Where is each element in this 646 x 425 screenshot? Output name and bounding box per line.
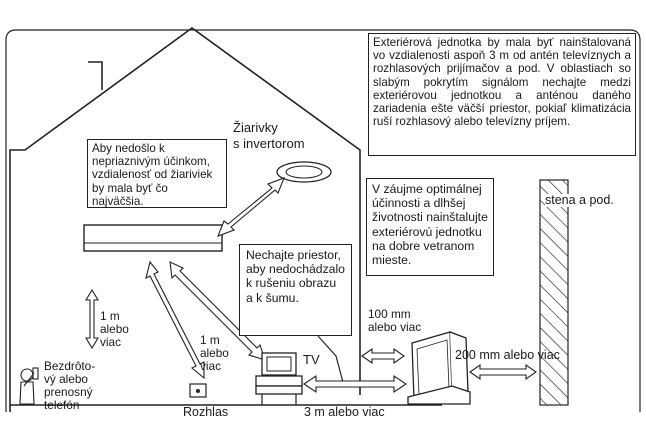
arrow-ac-lamp [217, 177, 285, 237]
dist-3m: 3 m alebo viac [304, 405, 385, 419]
note-exterior-unit: Exteriérová jednotka by mala byť nainšta… [368, 33, 636, 156]
dist-200mm: 200 mm alebo viac [455, 348, 560, 362]
dist-100mm-2: alebo viac [368, 320, 422, 334]
arrow-200mm [469, 363, 537, 381]
radio-label: Rozhlas [183, 405, 229, 419]
lamps-label-line2: s invertorom [233, 136, 305, 151]
house-outline [9, 27, 361, 412]
radio-icon [189, 383, 207, 398]
note-ventilation: V záujme optimálnej účinnosti a dlhšej ž… [366, 178, 494, 276]
dist-100mm-1: 100 mm [368, 307, 411, 321]
dist-1m-mid-3: viac [200, 359, 221, 373]
phone-label-3: prenosný [44, 385, 93, 399]
lamps-label-line1: Žiarivky [233, 120, 278, 135]
chimney [88, 61, 103, 90]
dist-1m-left-3: viac [100, 335, 121, 349]
wall-icon [539, 179, 569, 406]
outdoor-unit-icon [407, 331, 471, 405]
note-lamp-distance: Aby nedošlo k nepriaznivým účinkom, vzdi… [87, 139, 227, 208]
phone-user-icon [19, 367, 39, 405]
phone-label-1: Bezdrôto- [44, 359, 96, 373]
outer-frame [5, 29, 641, 412]
phone-label-4: telefón [44, 398, 80, 412]
indoor-unit-icon [83, 224, 223, 252]
dist-1m-mid-1: 1 m [200, 333, 220, 347]
tv-label: TV [303, 352, 320, 367]
phone-label-2: vý alebo [44, 372, 88, 386]
dist-1m-mid-2: alebo [200, 346, 229, 360]
dist-1m-left-2: alebo [100, 322, 129, 336]
arrow-ac-radio [145, 260, 205, 380]
arrow-1m-vertical [85, 288, 99, 350]
note-interference: Nechajte priestor, aby nedochádzalo k ru… [239, 244, 352, 336]
arrow-3m [303, 374, 407, 394]
ceiling-lamp-icon [276, 161, 332, 183]
wall-label: stena a pod. [545, 193, 614, 207]
tv-icon [255, 352, 303, 405]
dist-1m-left-1: 1 m [100, 309, 120, 323]
arrow-100mm [361, 347, 405, 365]
